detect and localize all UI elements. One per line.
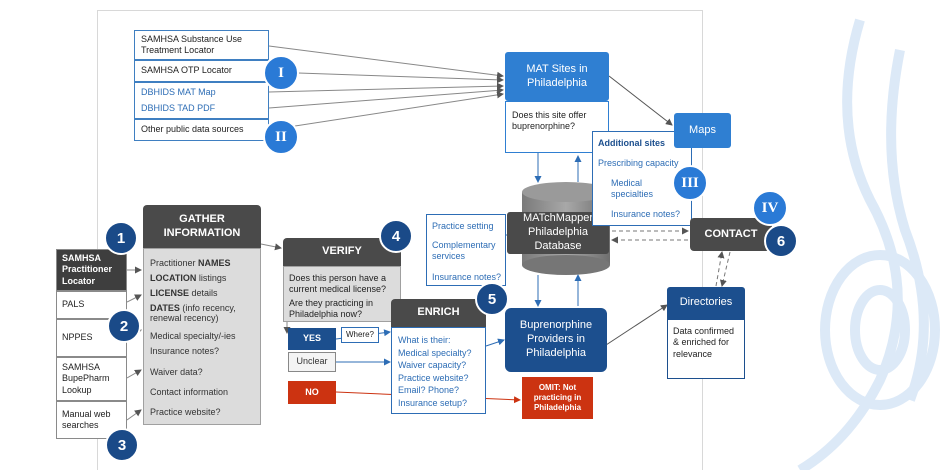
practice-note-item: Insurance notes?: [432, 272, 502, 282]
gather-item: Insurance notes?: [150, 346, 220, 356]
enrich-body: What is their: Medical specialty? Waiver…: [391, 327, 486, 414]
enrich-item: Practice website?: [398, 373, 469, 383]
verify-title: VERIFY: [322, 245, 362, 258]
mat-sites-question: Does this site offer buprenorphine?: [512, 110, 587, 132]
practice-note-item: Complementary services: [432, 240, 496, 262]
verify-unclear-label: Unclear: [296, 356, 328, 367]
maps-box: Maps: [674, 113, 731, 148]
left-source-label: SAMHSA BupePharm Lookup: [62, 362, 110, 395]
omit-box: OMIT: Not practicing in Philadelphia: [522, 377, 593, 419]
mat-sites-body: Does this site offer buprenorphine?: [505, 101, 609, 153]
source-dbhids-map: DBHIDS MAT Map: [141, 87, 216, 98]
omit-label: OMIT: Not practicing in Philadelphia: [533, 383, 582, 412]
step-badge-1: 1: [104, 221, 138, 255]
roman-badge-iii: III: [672, 165, 708, 201]
source-samhsa-substance-locator: SAMHSA Substance Use Treatment Locator: [134, 30, 269, 60]
gather-item: Waiver data?: [150, 367, 203, 377]
left-source-label: PALS: [62, 299, 85, 310]
gather-title: GATHER INFORMATION: [163, 212, 241, 239]
enrich-item: Medical specialty?: [398, 348, 472, 358]
gather-item: renewal recency): [150, 313, 219, 323]
maps-label: Maps: [689, 123, 716, 136]
verify-no: NO: [288, 381, 336, 404]
gather-item: LICENSE details: [150, 288, 218, 298]
gather-item: Practice website?: [150, 407, 221, 417]
verify-unclear: Unclear: [288, 352, 336, 372]
contact-box: CONTACT: [690, 218, 772, 251]
roman-badge-ii: II: [263, 119, 299, 155]
verify-where-label: Where?: [345, 330, 374, 339]
step-badge-6: 6: [764, 224, 798, 258]
verify-yes: YES: [288, 328, 336, 350]
left-source-label: SAMHSA Practitioner Locator: [62, 253, 113, 286]
verify-no-label: NO: [305, 386, 319, 397]
enrich-item: Insurance setup?: [398, 398, 468, 408]
database-label: MATchMapper Philadelphia Database: [522, 212, 594, 252]
enrich-header: ENRICH: [391, 299, 486, 327]
additional-item: Medical specialties: [611, 178, 654, 200]
verify-where: Where?: [341, 327, 379, 343]
roman-badge-i: I: [263, 55, 299, 91]
verify-question-license: Does this person have a current medical …: [289, 273, 387, 295]
enrich-item: What is their:: [398, 335, 451, 345]
additional-item: Prescribing capacity: [598, 158, 679, 168]
practice-note-item: Practice setting: [432, 221, 494, 231]
step-badge-2: 2: [107, 309, 141, 343]
step-badge-4: 4: [379, 219, 413, 253]
gather-item: Contact information: [150, 387, 229, 397]
gather-item: LOCATION listings: [150, 273, 227, 283]
step-badge-5: 5: [475, 282, 509, 316]
source-dbhids-pdf: DBHIDS TAD PDF: [141, 102, 216, 113]
bup-providers-label: Buprenorphine Providers in Philadelphia: [519, 319, 593, 359]
left-source-label: Manual web searches: [62, 408, 111, 430]
source-label: SAMHSA OTP Locator: [141, 65, 232, 76]
source-samhsa-otp-locator: SAMHSA OTP Locator: [134, 60, 269, 82]
left-source-practitioner-locator: SAMHSA Practitioner Locator: [56, 249, 127, 291]
directories-title: Directories: [679, 296, 733, 309]
enrich-item: Email? Phone?: [398, 385, 460, 395]
enrich-title: ENRICH: [417, 306, 460, 319]
mat-sites-header: MAT Sites in Philadelphia: [505, 52, 609, 101]
mat-sites-title: MAT Sites in Philadelphia: [526, 62, 588, 89]
gather-item: Medical specialty/-ies: [150, 331, 236, 341]
gather-item: DATES (info recency,: [150, 303, 236, 313]
contact-label: CONTACT: [704, 227, 758, 240]
enrich-item: Waiver capacity?: [398, 360, 467, 370]
directories-note: Data confirmed & enriched for relevance: [673, 326, 735, 359]
gather-header: GATHER INFORMATION: [143, 205, 261, 248]
verify-question-practicing: Are they practicing in Philadelphia now?: [289, 298, 374, 320]
left-source-bupepharm: SAMHSA BupePharm Lookup: [56, 357, 127, 401]
gather-body: Practitioner NAMES LOCATION listings LIC…: [143, 248, 261, 425]
additional-item: Insurance notes?: [611, 209, 681, 219]
verify-yes-label: YES: [302, 333, 321, 344]
directories-header: Directories: [667, 287, 745, 319]
source-other-public: Other public data sources: [134, 119, 269, 141]
source-dbhids: DBHIDS MAT Map DBHIDS TAD PDF: [134, 82, 269, 119]
verify-body: Does this person have a current medical …: [283, 266, 401, 322]
bup-providers-box: Buprenorphine Providers in Philadelphia: [505, 308, 607, 372]
gather-item: Practitioner NAMES: [150, 258, 231, 268]
roman-badge-iv: IV: [752, 190, 788, 226]
additional-sites-title: Additional sites: [598, 138, 666, 148]
step-badge-3: 3: [105, 428, 139, 462]
left-source-label: NPPES: [62, 332, 93, 343]
practice-notes: Practice setting Complementary services …: [426, 214, 506, 286]
source-label: Other public data sources: [141, 124, 244, 135]
source-label: SAMHSA Substance Use Treatment Locator: [141, 33, 243, 55]
directories-body: Data confirmed & enriched for relevance: [667, 319, 745, 379]
